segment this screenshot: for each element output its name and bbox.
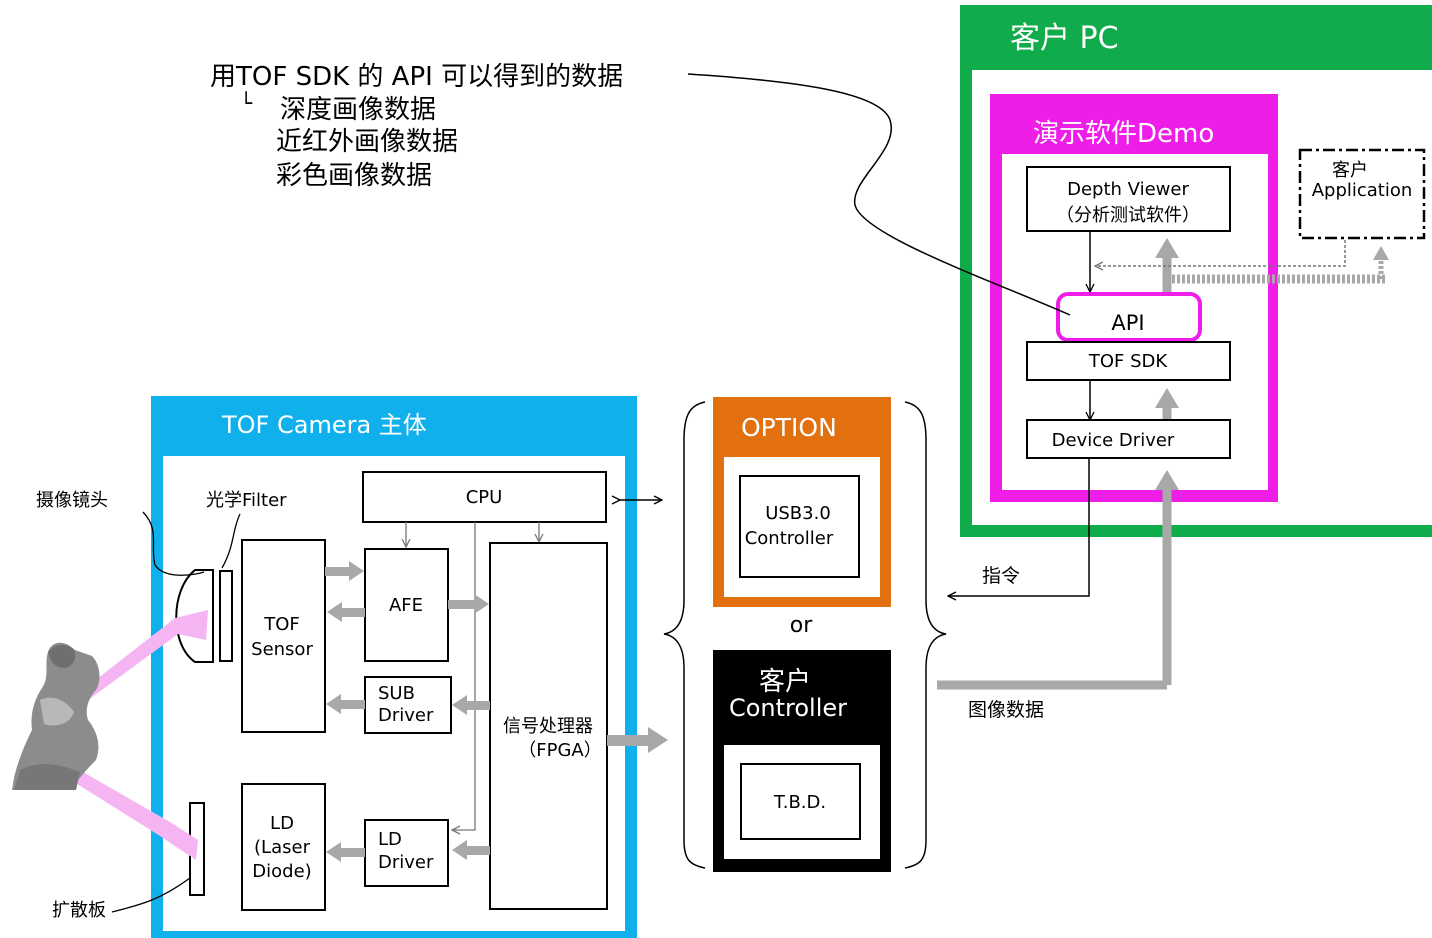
- api-annotation: 用TOF SDK 的 API 可以得到的数据 └ 深度画像数据 近红外画像数据 …: [210, 62, 1071, 316]
- tof-sdk-box: TOF SDK: [1026, 341, 1231, 381]
- ld-line2: (Laser: [254, 837, 311, 858]
- sub-driver-box: SUB Driver: [364, 676, 452, 734]
- ld-line1: LD: [270, 813, 294, 834]
- annotation-tree-mark: └: [240, 91, 253, 115]
- ld-driver-line2: Driver: [378, 852, 434, 873]
- usb-controller-line1: USB3.0: [765, 503, 831, 524]
- diffuser-leader: [111, 877, 191, 913]
- interface-brace: [663, 401, 947, 869]
- usb-controller-line2: Controller: [745, 528, 834, 549]
- demo-title: 演示软件Demo: [1033, 119, 1214, 149]
- depth-viewer-box: Depth Viewer （分析测试软件）: [1026, 166, 1231, 232]
- filter-leader: [221, 513, 241, 569]
- customer-controller-box: 客户 Controller T.B.D.: [713, 650, 891, 872]
- tof-sensor-line1: TOF: [263, 614, 300, 635]
- option-title: OPTION: [741, 413, 837, 442]
- thinker-statue-image: [12, 642, 100, 790]
- sub-driver-line1: SUB: [378, 683, 415, 704]
- device-driver-box: Device Driver: [1026, 419, 1231, 459]
- afe-label: AFE: [389, 595, 423, 616]
- customer-app-line2: Application: [1312, 180, 1413, 201]
- tbd-label: T.B.D.: [773, 792, 826, 813]
- filter-label: 光学Filter: [206, 490, 287, 511]
- lens-label: 摄像镜头: [36, 490, 108, 511]
- annotation-item-color: 彩色画像数据: [276, 161, 432, 191]
- afe-box: AFE: [364, 548, 449, 662]
- customer-app-line1: 客户: [1332, 160, 1368, 181]
- optical-filter-shape: [219, 570, 233, 662]
- controller-title-line1: 客户: [759, 667, 811, 697]
- api-label: API: [1111, 311, 1144, 335]
- cpu-label: CPU: [466, 487, 503, 508]
- ld-box: LD (Laser Diode): [241, 783, 326, 911]
- tof-sensor-line2: Sensor: [251, 639, 313, 660]
- app-data-branch: [1095, 240, 1389, 284]
- controller-title-line2: Controller: [729, 694, 847, 722]
- image-data-label: 图像数据: [968, 699, 1044, 721]
- camera-signal-arrows: [325, 561, 668, 862]
- option-box: OPTION USB3.0 Controller: [713, 397, 891, 607]
- fpga-box: 信号处理器 （FPGA）: [489, 542, 608, 910]
- cpu-box: CPU: [362, 471, 607, 523]
- annotation-heading: 用TOF SDK 的 API 可以得到的数据: [210, 62, 623, 92]
- lens-leader: [142, 511, 205, 576]
- diffuser-label: 扩散板: [52, 900, 106, 921]
- fpga-line2: （FPGA）: [518, 740, 601, 761]
- sub-driver-line2: Driver: [378, 705, 434, 726]
- annotation-leader-line: [687, 73, 1071, 316]
- light-beams: [58, 610, 208, 860]
- depth-viewer-line1: Depth Viewer: [1067, 179, 1189, 200]
- depth-viewer-line2: （分析测试软件）: [1056, 205, 1200, 226]
- ld-driver-box: LD Driver: [364, 819, 449, 887]
- annotation-item-nir: 近红外画像数据: [276, 127, 458, 157]
- device-driver-label: Device Driver: [1052, 430, 1175, 451]
- ld-driver-line1: LD: [378, 829, 402, 850]
- command-arrow: [948, 458, 1090, 596]
- or-label: or: [790, 613, 813, 638]
- camera-title: TOF Camera 主体: [221, 411, 427, 439]
- ld-line3: Diode): [252, 861, 311, 882]
- command-label: 指令: [982, 565, 1020, 587]
- customer-pc-title: 客户 PC: [1010, 21, 1119, 56]
- annotation-item-depth: 深度画像数据: [280, 95, 436, 125]
- cpu-to-lddriver-arrow: [452, 522, 476, 830]
- customer-app-box: 客户 Application: [1298, 148, 1426, 240]
- tof-sdk-label: TOF SDK: [1088, 351, 1169, 372]
- api-box: API: [1056, 292, 1202, 342]
- tof-sensor-box: TOF Sensor: [241, 539, 326, 733]
- fpga-line1: 信号处理器: [503, 716, 593, 737]
